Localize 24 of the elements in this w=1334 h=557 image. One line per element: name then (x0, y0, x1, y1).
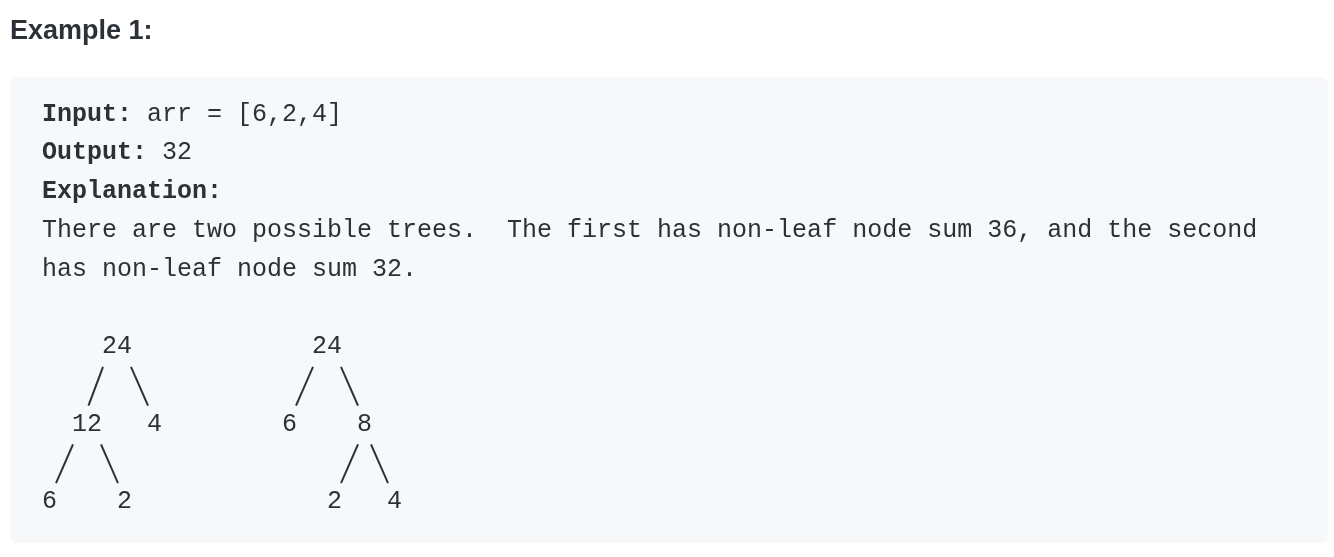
heading: Example 1: (10, 14, 153, 47)
tree-edge (370, 443, 389, 485)
tree-node-value: 12 (72, 405, 102, 445)
tree-node-value: 2 (117, 483, 132, 522)
tree-edge (130, 365, 149, 407)
tree-edge (340, 443, 359, 485)
tree-node-value: 4 (147, 405, 162, 445)
tree-node-value: 24 (312, 328, 342, 367)
tree-node-value: 24 (102, 328, 132, 367)
tree-node-value: 6 (282, 405, 297, 445)
tree-node-value: 2 (327, 483, 342, 522)
explanation-text: There are two possible trees. The first has non-leaf node sum 36, and the second has non-leaf node sum 32. (42, 214, 1259, 286)
code-block (10, 77, 1328, 543)
explanation-heading: Explanation: (42, 176, 223, 209)
tree-node-value: 4 (387, 483, 402, 522)
tree-edge (340, 365, 359, 407)
tree-edge (55, 443, 74, 485)
output-line: Output: 32 (42, 137, 193, 170)
tree-edge (295, 365, 314, 407)
input-line: Input: arr = [6,2,4] (42, 98, 343, 131)
tree-node-value: 8 (357, 405, 372, 445)
tree-edge (87, 365, 104, 407)
tree-node-value: 6 (42, 483, 57, 522)
tree-edge (100, 443, 119, 485)
